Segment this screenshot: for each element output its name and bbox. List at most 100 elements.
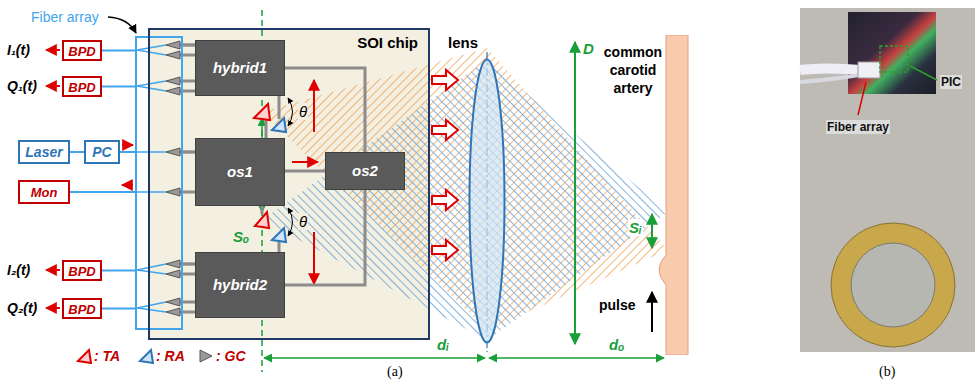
waveguides [180, 45, 279, 312]
text-holder: PC [92, 143, 111, 161]
optical-fiber [120, 151, 135, 153]
dimension-arrow [574, 42, 576, 344]
splitter-box: os1 [195, 138, 285, 206]
direction-arrow [46, 49, 60, 51]
dimension-arrow [489, 357, 664, 359]
grating-coupler [166, 188, 180, 196]
label-holder: θ [298, 213, 308, 231]
hybrid-box: hybrid1 [195, 40, 285, 96]
transmit-antenna [78, 350, 91, 363]
signal-name: Q₁(t) [6, 78, 38, 94]
beam-cones [262, 48, 668, 340]
text-holder: SOI chip [357, 34, 418, 52]
pulse-arrow [651, 292, 653, 332]
hollow-arrow [432, 240, 458, 260]
label-holder: I₂(t) [6, 261, 31, 279]
text-holder: BPD [68, 300, 95, 318]
controller-box: PC [84, 140, 120, 164]
splitter-box: os2 [325, 152, 405, 190]
grating-couplers [166, 41, 180, 316]
waveguide [183, 44, 195, 47]
hollow-arrow [432, 70, 458, 90]
artery-wall [659, 35, 688, 355]
label-holder: Fiber array [826, 117, 890, 135]
node-label: common carotid artery [604, 44, 662, 96]
grating-coupler [166, 260, 180, 268]
fiber-lines [137, 45, 166, 312]
legend-text: : GC [216, 348, 246, 364]
angle-arc [288, 98, 293, 126]
photo-ground [800, 8, 975, 352]
note-label: pulse [598, 297, 637, 313]
transmit-antenna [255, 212, 269, 228]
waveguide [285, 68, 365, 152]
legend-text: : RA [156, 348, 185, 364]
reference-line [261, 10, 263, 372]
signal-name: Q₂(t) [6, 300, 38, 316]
detector-box: BPD [62, 76, 102, 97]
node-label: BPD [68, 264, 95, 279]
hybrid-box: hybrid2 [195, 252, 285, 318]
fiber-cable [800, 74, 862, 82]
fiber-cable [800, 68, 862, 70]
text-holder: BPD [68, 78, 95, 96]
label-holder: Sₒ [232, 228, 250, 246]
lens-axis [486, 52, 487, 352]
pic-marker [880, 46, 908, 72]
text-holder: lens [448, 34, 478, 52]
hollow-arrows [432, 70, 458, 260]
direction-arrow [122, 184, 133, 186]
receive-antenna [272, 228, 286, 242]
optical-fiber [102, 86, 135, 88]
hollow-arrow [432, 190, 458, 210]
text-holder: BPD [68, 262, 95, 280]
pointer-arrow [108, 17, 136, 33]
node-label: SOI chip [357, 34, 418, 51]
angle-label: θ [298, 103, 308, 120]
waveguide [183, 263, 195, 266]
text-holder: hybrid1 [213, 59, 267, 77]
part-name: PIC [940, 75, 962, 89]
grating-coupler [166, 270, 180, 278]
dimension-label: Sᵢ [628, 219, 643, 236]
label-holder: (a) [386, 362, 404, 380]
direction-arrow [46, 269, 60, 271]
text-holder: Fiber array [31, 8, 99, 26]
grating-coupler [200, 350, 212, 362]
photo [800, 8, 975, 352]
hollow-arrow [432, 120, 458, 140]
label-holder: dₒ [608, 336, 626, 354]
optical-fiber [102, 50, 135, 52]
lens-shape: lens [468, 58, 506, 344]
text-holder: BPD [68, 42, 95, 60]
detector-box: BPD [62, 40, 102, 61]
label-holder: PIC [940, 72, 962, 90]
legend-item: : TA [76, 348, 120, 364]
beam-cone [487, 60, 668, 340]
legend-item: : GC [198, 348, 246, 364]
node-label: os2 [352, 162, 378, 179]
leader-line [910, 66, 937, 80]
monitor-box: Mon [18, 180, 70, 204]
dimension-label: dₒ [608, 336, 626, 353]
transmit-antenna [254, 104, 270, 120]
legend-swatch [76, 348, 92, 364]
node-label: Laser [25, 144, 62, 160]
grating-coupler [166, 148, 180, 156]
label-holder: I₁(t) [6, 41, 31, 59]
beam-cone [262, 60, 487, 340]
direction-arrow [46, 85, 60, 87]
label-holder: dᵢ [436, 336, 450, 354]
dimension-arrow [651, 214, 653, 248]
laser-box: Laser [18, 140, 70, 164]
waveguide [180, 45, 195, 312]
artery-band: common carotid artery [598, 35, 690, 355]
text-holder: hybrid2 [213, 276, 267, 294]
waveguide [183, 151, 195, 154]
optical-fiber [102, 270, 135, 272]
legend-item: : RA [138, 348, 185, 364]
